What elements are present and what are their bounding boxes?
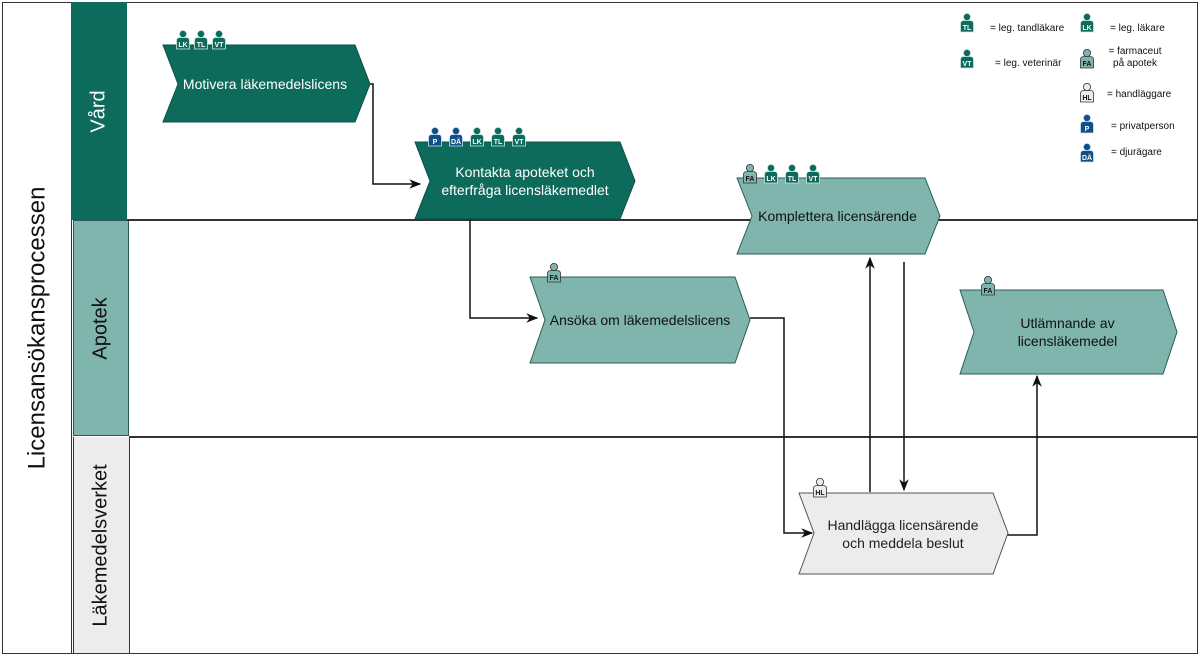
legend-icon-p: P (1080, 113, 1094, 134)
step-shape-ansoka[interactable] (529, 276, 751, 364)
role-icon-vt: VT (512, 126, 526, 147)
legend-label-fa-line1: = farmaceut (1108, 46, 1162, 57)
svg-text:VT: VT (215, 42, 225, 49)
step-label-motivera: Motivera läkemedelslicens (170, 45, 360, 122)
step-text-line2: licensläkemedel (1017, 333, 1118, 349)
step-text-line1: Utlämnande av (1020, 315, 1115, 331)
svg-text:HL: HL (1082, 95, 1092, 102)
lane-separator-1 (127, 219, 1198, 221)
svg-text:VT: VT (963, 61, 973, 68)
role-icon-da: DÄ (449, 126, 463, 147)
role-icon-tl: TL (491, 126, 505, 147)
svg-text:FA: FA (550, 275, 559, 282)
svg-text:LK: LK (472, 139, 481, 146)
step-text-line1: Kontakta apoteket och (455, 163, 595, 180)
legend-icon-da: DÄ (1080, 142, 1094, 163)
svg-text:P: P (433, 139, 438, 146)
legend-icon-lk: LK (1080, 12, 1094, 33)
svg-text:DÄ: DÄ (1082, 154, 1092, 162)
svg-text:FA: FA (1083, 61, 1092, 68)
legend-label-p: = privatperson (1111, 121, 1175, 132)
legend-icon-vt: VT (960, 48, 974, 69)
flow-ansoka-to-handlagga (750, 317, 814, 538)
step-label-komplettera: Komplettera licensärende (745, 178, 930, 254)
flow-handlagga-to-utlamnande (1007, 374, 1042, 536)
role-icon-fa: FA (981, 275, 995, 296)
svg-text:FA: FA (984, 288, 993, 295)
lane-header-apotek: Apotek (73, 220, 129, 436)
role-icon-lk: LK (470, 126, 484, 147)
step-label-kontakta: Kontakta apoteket och efterfråga licensl… (425, 142, 625, 219)
lane-header-lakemedelsverket: Läkemedelsverket (73, 437, 130, 653)
svg-text:P: P (1085, 126, 1090, 133)
role-icon-vt: VT (806, 163, 820, 184)
legend-label-vt: = leg. veterinär (995, 58, 1062, 69)
legend-label-fa: = farmaceut på apotek (1105, 46, 1165, 70)
role-icon-tl: TL (194, 29, 208, 50)
pool-divider (71, 2, 72, 654)
step-label-utlamnande: Utlämnande av licensläkemedel (970, 290, 1165, 374)
step-shape-utlamnande[interactable] (959, 289, 1178, 375)
step-text: Ansöka om läkemedelslicens (549, 312, 731, 328)
step-text: Motivera läkemedelslicens (182, 75, 348, 92)
role-icon-fa: FA (547, 262, 561, 283)
legend-label-lk: = leg. läkare (1110, 23, 1165, 34)
step-label-handlagga: Handlägga licensärende och meddela beslu… (808, 493, 998, 574)
svg-text:TL: TL (963, 25, 972, 32)
step-text-line2: efterfråga licensläkemedlet (441, 181, 609, 198)
legend-icon-tl: TL (960, 12, 974, 33)
step-shape-handlagga[interactable] (798, 492, 1009, 575)
step-text-line1: Handlägga licensärende (827, 516, 979, 533)
role-icon-tl: TL (785, 163, 799, 184)
role-icon-lk: LK (764, 163, 778, 184)
role-icon-vt: VT (212, 29, 226, 50)
step-shape-kontakta[interactable] (414, 141, 636, 220)
flow-kontakta-to-ansoka (469, 219, 539, 323)
lane-separator-2 (129, 436, 1198, 438)
role-icon-hl: HL (813, 477, 827, 498)
svg-text:TL: TL (197, 42, 206, 49)
svg-text:VT: VT (515, 139, 525, 146)
legend-label-da: = djurägare (1111, 147, 1162, 158)
svg-text:LK: LK (1082, 25, 1091, 32)
role-icon-fa: FA (743, 163, 757, 184)
step-shape-motivera[interactable] (162, 44, 371, 123)
role-icon-p: P (428, 126, 442, 147)
legend-label-tl: = leg. tandläkare (990, 23, 1065, 34)
svg-text:DÄ: DÄ (451, 138, 461, 146)
role-icon-lk: LK (176, 29, 190, 50)
legend-label-fa-line2: på apotek (1113, 58, 1157, 69)
svg-text:TL: TL (788, 176, 797, 183)
step-shape-komplettera[interactable] (736, 177, 941, 255)
svg-text:VT: VT (809, 176, 819, 183)
svg-text:LK: LK (766, 176, 775, 183)
step-text-line2: och meddela beslut (842, 534, 964, 551)
step-label-ansoka: Ansöka om läkemedelslicens (540, 277, 740, 363)
step-text: Komplettera licensärende (758, 208, 917, 224)
svg-text:TL: TL (494, 139, 503, 146)
flow-motivera-to-kontakta (370, 83, 422, 189)
svg-text:HL: HL (815, 490, 825, 497)
legend-icon-hl: HL (1080, 82, 1094, 103)
legend-icon-fa: FA (1080, 48, 1094, 69)
lane-header-vard: Vård (71, 2, 127, 220)
svg-text:FA: FA (746, 176, 755, 183)
legend-label-hl: = handläggare (1107, 89, 1172, 100)
svg-text:LK: LK (178, 42, 187, 49)
